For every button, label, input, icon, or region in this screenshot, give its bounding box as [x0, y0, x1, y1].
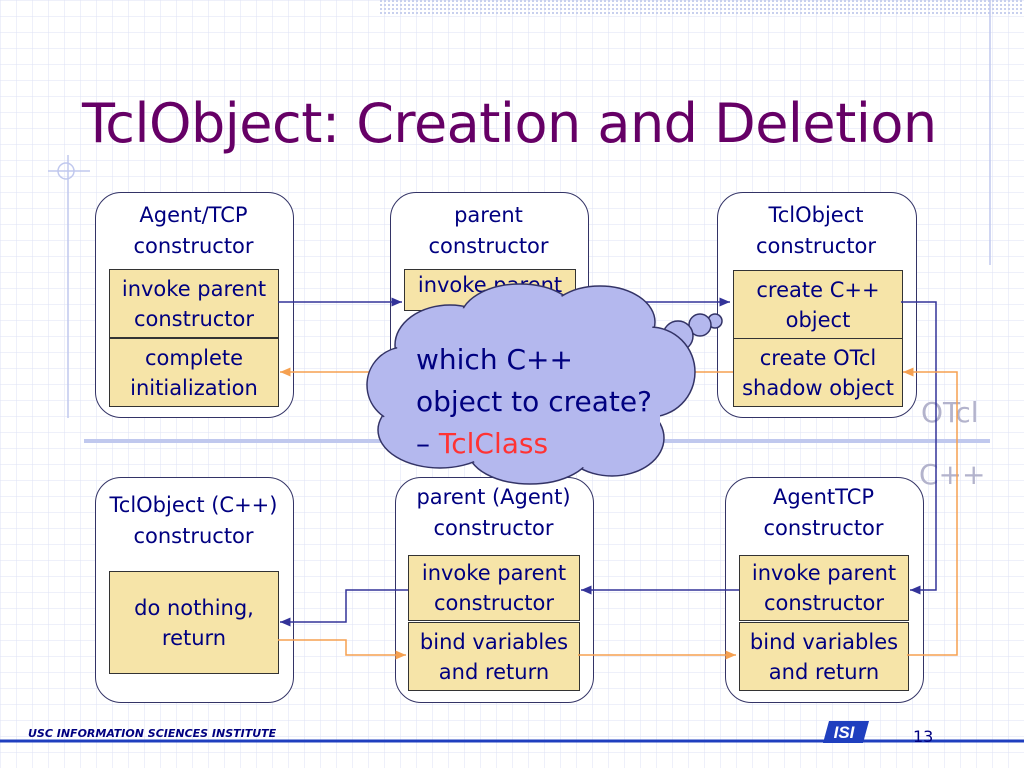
arrow-parent-agent-to-tclobject-cpp: [280, 589, 408, 627]
page-number: 13: [913, 727, 934, 746]
tclobject-cpp-constructor-title: TclObject (C++) constructor: [109, 493, 278, 548]
agent-tcp-complete-init-step: complete initialization: [109, 338, 279, 407]
cpp-layer-label: C++: [919, 458, 986, 491]
agenttcp-cpp-bind-variables-step: bind variables and return: [739, 622, 909, 691]
agent-tcp-constructor-title: Agent/TCP constructor: [133, 203, 254, 258]
tclobject-constructor-title: TclObject constructor: [755, 203, 877, 258]
agenttcp-cpp-constructor-title: AgentTCP constructor: [763, 485, 884, 540]
footer-institute-text: USC INFORMATION SCIENCES INSTITUTE: [28, 727, 277, 740]
agent-tcp-invoke-parent-step: invoke parent constructor: [109, 269, 279, 338]
callout-line3: – TclClass: [416, 423, 696, 465]
callout-line1: which C++: [416, 343, 573, 376]
callout-line2: object to create?: [416, 385, 652, 418]
parent-agent-constructor-title: parent (Agent) constructor: [416, 485, 571, 540]
callout-tclclass: TclClass: [438, 427, 549, 460]
callout-text: which C++ object to create? – TclClass: [416, 339, 696, 465]
slide-title: TclObject: Creation and Deletion: [82, 92, 937, 155]
tclobject-create-shadow-step: create OTcl shadow object: [733, 338, 903, 407]
otcl-layer-label: OTcl: [921, 396, 979, 429]
parent-constructor-title: parent constructor: [428, 203, 549, 258]
tclobject-cpp-do-nothing-step: do nothing, return: [109, 571, 279, 674]
arrow-create-cpp-to-agenttcp: [901, 301, 937, 595]
arrow-agenttcp-return-up: [903, 367, 958, 656]
arrow-tclobject-cpp-return: [278, 639, 406, 660]
svg-text:ISI: ISI: [834, 723, 856, 742]
callout-dash: –: [416, 427, 439, 460]
agenttcp-cpp-invoke-parent-step: invoke parent constructor: [739, 555, 909, 621]
parent-agent-bind-variables-step: bind variables and return: [408, 622, 580, 691]
isi-logo: ISI: [823, 721, 869, 743]
parent-agent-invoke-parent-step: invoke parent constructor: [408, 555, 580, 621]
